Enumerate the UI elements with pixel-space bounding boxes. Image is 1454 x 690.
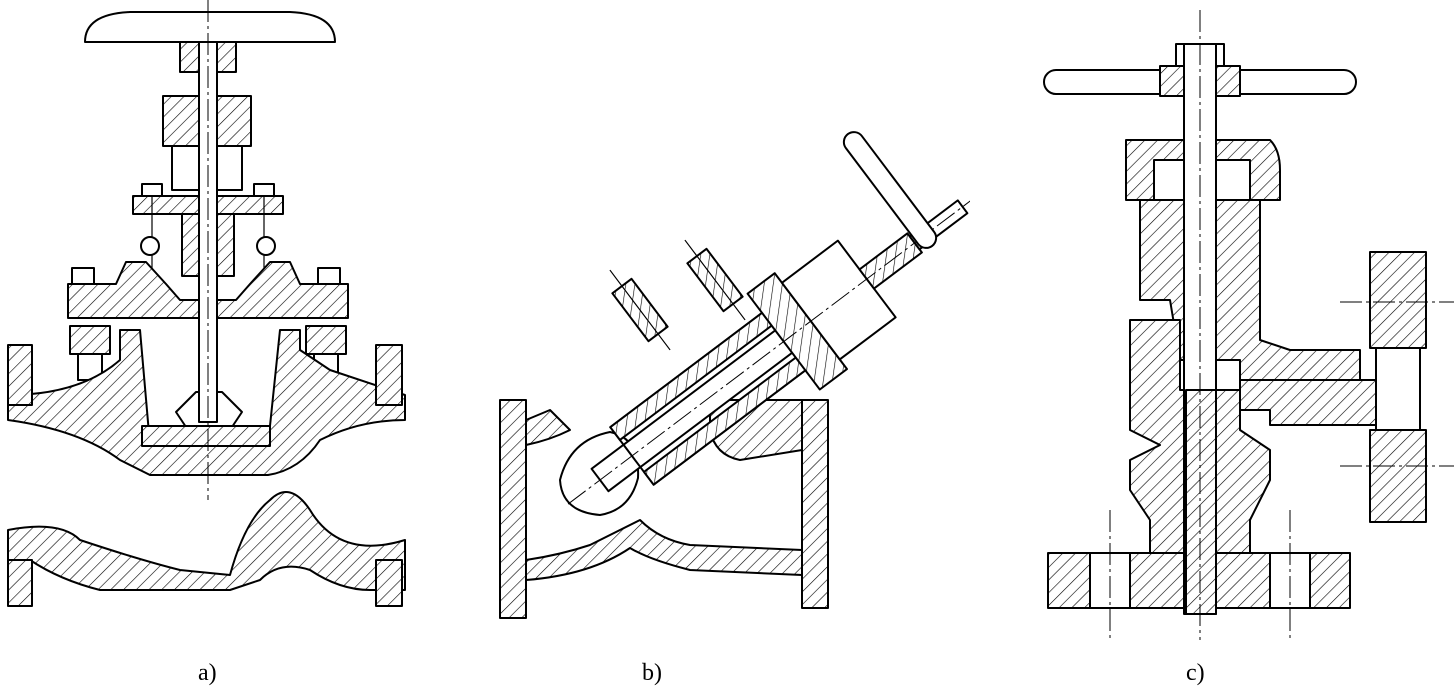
caption-c: c) bbox=[1186, 660, 1205, 686]
right-flange bbox=[375, 344, 403, 406]
caption-b: b) bbox=[642, 660, 662, 686]
left-flange bbox=[7, 344, 33, 406]
valve-body-lower bbox=[7, 491, 406, 591]
globe-valve-drawing bbox=[7, 0, 406, 607]
valve-body-upper bbox=[7, 329, 406, 476]
angle-valve-drawing bbox=[1043, 10, 1454, 640]
bonnet-cap bbox=[1125, 139, 1281, 201]
inlet-flange bbox=[499, 399, 527, 619]
outlet-flange bbox=[801, 399, 829, 609]
bonnet bbox=[67, 261, 349, 319]
handwheel bbox=[84, 11, 336, 43]
side-flange-upper bbox=[1369, 251, 1427, 349]
valve-body bbox=[525, 519, 803, 581]
side-flange-lower bbox=[1369, 429, 1427, 523]
handle bbox=[842, 131, 938, 249]
caption-a: a) bbox=[198, 660, 217, 686]
oblique-valve-drawing bbox=[499, 131, 970, 619]
